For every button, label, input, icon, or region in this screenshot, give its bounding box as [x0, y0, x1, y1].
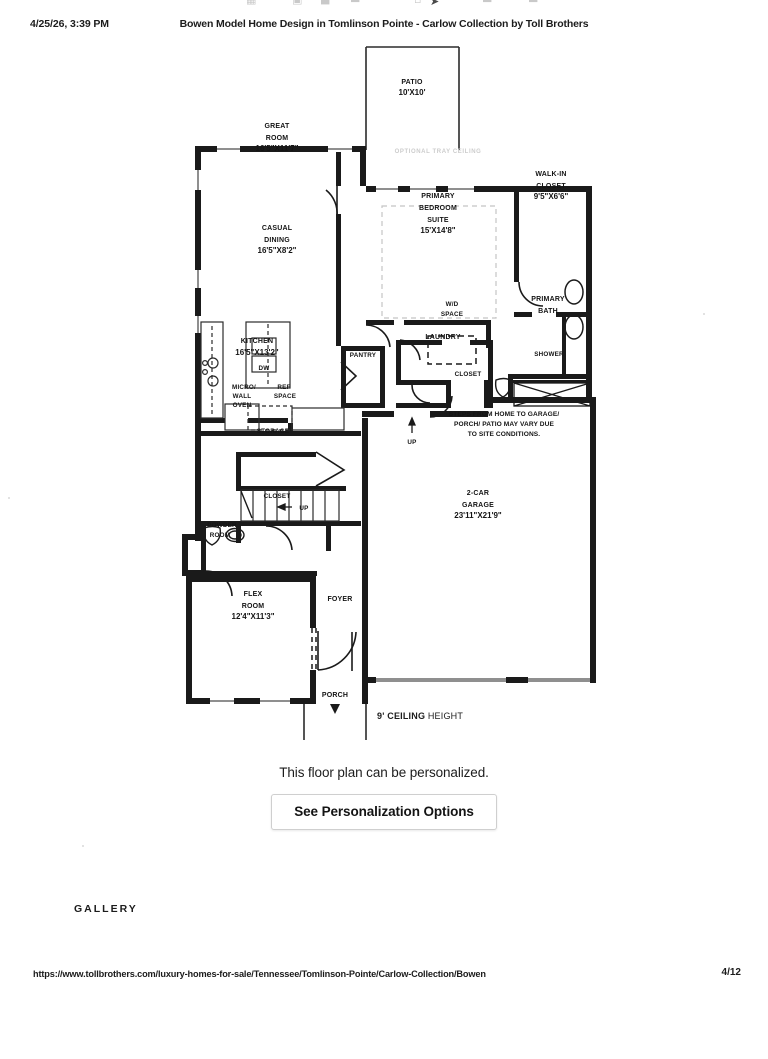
footer-url[interactable]: https://www.tollbrothers.com/luxury-home… — [33, 969, 486, 979]
room-dim-patio: 10'X10' — [399, 88, 426, 97]
room-label-walk-in-closet-1: WALK-IN — [535, 171, 566, 178]
scan-speck — [703, 313, 705, 315]
garage-note-line-1: STEPS FROM HOME TO GARAGE/ — [449, 411, 560, 418]
door-swings — [205, 186, 544, 671]
floor-plan-drawing: PATIO 10'X10' GREAT ROOM 16'5"X11'7" CAS… — [182, 46, 596, 740]
more-icon[interactable]: ▬ — [528, 0, 538, 6]
print-date: 4/25/26, 3:39 PM — [30, 18, 109, 30]
room-label-kitchen: KITCHEN — [241, 338, 274, 345]
room-label-casual-dining-2: DINING — [264, 237, 290, 244]
entry-direction-marker — [330, 704, 340, 714]
room-label-flex-room-2: ROOM — [242, 603, 265, 610]
exterior-walls — [182, 146, 596, 704]
cursor-icon: ➤ — [430, 0, 440, 8]
layout-icon[interactable]: ▫ — [414, 0, 421, 6]
print-header: 4/25/26, 3:39 PM Bowen Model Home Design… — [0, 18, 768, 34]
room-label-great-room-2: ROOM — [266, 135, 289, 142]
page-title: Bowen Model Home Design in Tomlinson Poi… — [179, 18, 589, 30]
see-personalization-options-button[interactable]: See Personalization Options — [271, 794, 497, 830]
room-label-primary-bedroom-1: PRIMARY — [421, 193, 455, 200]
browser-toolbar-strip: ▦ ▣ ■ ▬ ▫ ➤ ▬ ▬ — [0, 0, 768, 9]
room-dim-kitchen: 16'5"X13'2" — [235, 348, 279, 357]
room-dim-great-room: 16'5"X11'7" — [256, 144, 299, 153]
room-label-flex-room-1: FLEX — [244, 591, 263, 598]
room-label-great-room-1: GREAT — [265, 123, 291, 130]
save-icon[interactable]: ▣ — [292, 0, 302, 6]
footer-page-number: 4/12 — [721, 967, 741, 978]
room-label-primary-bedroom-2: BEDROOM — [419, 205, 457, 212]
room-label-powder-room-1: POWDER — [207, 522, 237, 529]
personalization-caption: This floor plan can be personalized. — [279, 765, 489, 780]
room-label-powder-room-2: ROOM — [210, 532, 230, 539]
print-icon[interactable]: ▦ — [246, 0, 256, 6]
room-label-walk-in-closet-2: CLOSET — [536, 183, 566, 190]
garage-note-line-3: TO SITE CONDITIONS. — [468, 431, 541, 438]
room-dim-casual-dining: 16'5"X8'2" — [258, 246, 297, 255]
stair-direction-up-laundry: UP — [407, 439, 416, 446]
fixture-label-shower: SHOWER — [534, 351, 564, 358]
scan-speck — [8, 497, 10, 499]
stair-direction-up: UP — [299, 505, 308, 512]
scan-speck — [82, 845, 84, 847]
room-dim-flex-room: 12'4"X11'3" — [232, 612, 275, 621]
room-label-foyer: FOYER — [327, 596, 352, 603]
floor-plan-figure: PATIO 10'X10' GREAT ROOM 16'5"X11'7" CAS… — [0, 40, 768, 740]
room-dim-primary-bedroom: 15'X14'8" — [420, 226, 455, 235]
room-label-primary-bath-2: BATH — [538, 308, 558, 315]
gallery-heading: GALLERY — [74, 903, 138, 915]
patio-outline — [365, 46, 460, 150]
room-label-primary-bath-1: PRIMARY — [531, 296, 565, 303]
room-dim-walk-in-closet: 9'5"X6'6" — [534, 192, 569, 201]
room-label-stair-closet: CLOSET — [264, 493, 291, 500]
appliance-label-dishwasher: DW — [259, 365, 270, 372]
interior-walls — [201, 152, 592, 576]
page-icon[interactable]: ▬ — [350, 0, 360, 6]
personalization-cta-block: This floor plan can be personalized. See… — [0, 765, 768, 830]
room-label-laundry: LAUNDRY — [425, 334, 460, 341]
room-labels: PATIO 10'X10' GREAT ROOM 16'5"X11'7" CAS… — [207, 79, 568, 721]
menu-icon[interactable]: ▬ — [482, 0, 492, 6]
room-label-laundry-closet: CLOSET — [455, 371, 482, 378]
room-label-patio: PATIO — [401, 79, 423, 86]
room-dim-garage: 23'11"X21'9" — [454, 511, 502, 520]
zoom-icon[interactable]: ■ — [320, 0, 330, 6]
appliance-label-micro-1: MICRO/ — [232, 384, 256, 391]
garage-note-line-2: PORCH/ PATIO MAY VARY DUE — [454, 421, 554, 428]
room-label-storage: STORAGE — [257, 428, 289, 435]
appliance-label-ref-1: REF — [277, 384, 290, 391]
room-label-primary-bedroom-3: SUITE — [427, 217, 449, 224]
room-label-pantry: PANTRY — [350, 352, 377, 359]
room-label-garage-2: GARAGE — [462, 502, 494, 509]
room-label-porch: PORCH — [322, 692, 348, 699]
appliance-label-micro-3: OVEN — [233, 402, 252, 409]
room-label-garage-1: 2-CAR — [467, 490, 489, 497]
fixtures — [200, 205, 591, 740]
appliance-label-wd-1: W/D — [446, 301, 459, 308]
appliance-label-micro-2: WALL — [233, 393, 252, 400]
room-label-casual-dining-1: CASUAL — [262, 225, 293, 232]
ceiling-height-note: 9' CEILING HEIGHT — [377, 711, 463, 721]
annotation-optional-tray-ceiling: OPTIONAL TRAY CEILING — [395, 149, 482, 155]
appliance-label-ref-2: SPACE — [274, 393, 296, 400]
appliance-label-wd-2: SPACE — [441, 311, 463, 318]
